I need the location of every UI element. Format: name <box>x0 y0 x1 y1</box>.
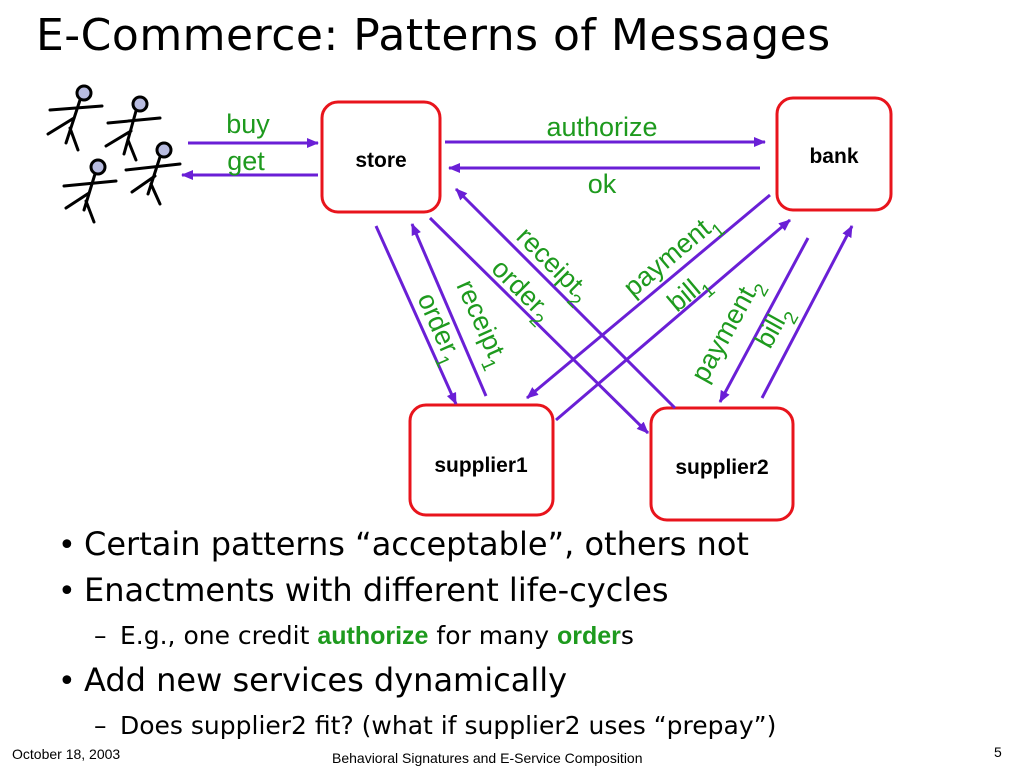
arrow-bill2 <box>760 225 854 399</box>
arrow-receipt1 <box>410 223 488 397</box>
dash-icon: – <box>94 711 107 740</box>
node-supplier2: supplier2 <box>649 406 795 522</box>
stick-figure-icon <box>124 141 182 206</box>
bullet-dot-icon: • <box>58 574 76 609</box>
bullet-dot-icon: • <box>58 664 76 699</box>
bullet-2-sub: –E.g., one credit authorize for many ord… <box>58 614 776 658</box>
slide-title: E-Commerce: Patterns of Messages <box>36 10 831 61</box>
dash-icon: – <box>94 621 107 650</box>
label-buy: buy <box>226 109 270 139</box>
arrow-receipt2 <box>454 187 677 410</box>
arrow-order1 <box>374 225 458 405</box>
footer-title: Behavioral Signatures and E-Service Comp… <box>332 750 643 766</box>
bullet-list: •Certain patterns “acceptable”, others n… <box>58 522 776 748</box>
label-bill1: bill1 <box>662 267 720 324</box>
message-pattern-diagram: store bank supplier1 supplier2 buy get a… <box>46 84 893 522</box>
stick-figure-icon <box>104 95 162 162</box>
node-bank: bank <box>775 96 893 212</box>
node-bank-label: bank <box>809 145 858 168</box>
footer-date: October 18, 2003 <box>12 746 121 762</box>
arrow-bill1 <box>555 218 791 422</box>
arrow-order2 <box>428 216 650 435</box>
node-supplier1: supplier1 <box>408 403 555 517</box>
keyword-order: order <box>557 622 621 650</box>
label-get: get <box>227 146 265 176</box>
bullet-dot-icon: • <box>58 528 76 563</box>
node-supplier1-label: supplier1 <box>434 454 528 477</box>
keyword-authorize: authorize <box>317 622 429 650</box>
node-store-label: store <box>355 149 406 172</box>
arrow-payment2 <box>718 237 810 403</box>
label-ok: ok <box>588 169 617 199</box>
stick-figure-icon <box>46 84 104 152</box>
label-authorize: authorize <box>546 112 657 142</box>
label-bill2: bill2 <box>749 300 803 357</box>
page-number: 5 <box>994 744 1002 760</box>
bullet-3-sub: –Does supplier2 fit? (what if supplier2 … <box>58 704 776 748</box>
node-store: store <box>320 100 442 214</box>
actors-icon <box>46 84 182 224</box>
bullet-2: •Enactments with different life-cycles <box>58 568 776 614</box>
stick-figure-icon <box>62 158 118 224</box>
arrow-payment1 <box>526 193 771 400</box>
bullet-1: •Certain patterns “acceptable”, others n… <box>58 522 776 568</box>
bullet-3: •Add new services dynamically <box>58 658 776 704</box>
node-supplier2-label: supplier2 <box>675 456 768 479</box>
